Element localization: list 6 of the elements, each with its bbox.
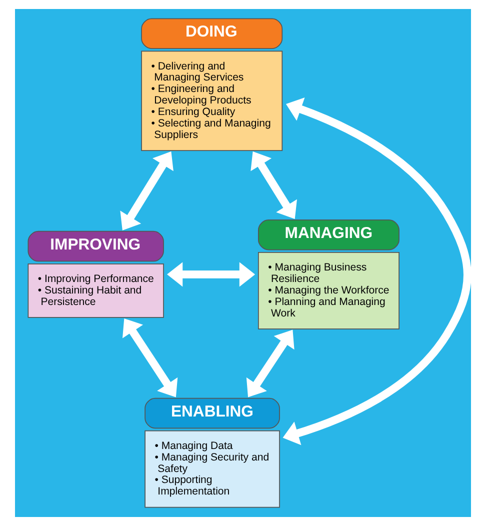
arrow — [122, 318, 178, 397]
arrow — [250, 150, 298, 218]
arrow — [120, 150, 174, 230]
arrow — [282, 97, 471, 445]
arrow — [167, 262, 256, 286]
arrow — [246, 329, 294, 397]
